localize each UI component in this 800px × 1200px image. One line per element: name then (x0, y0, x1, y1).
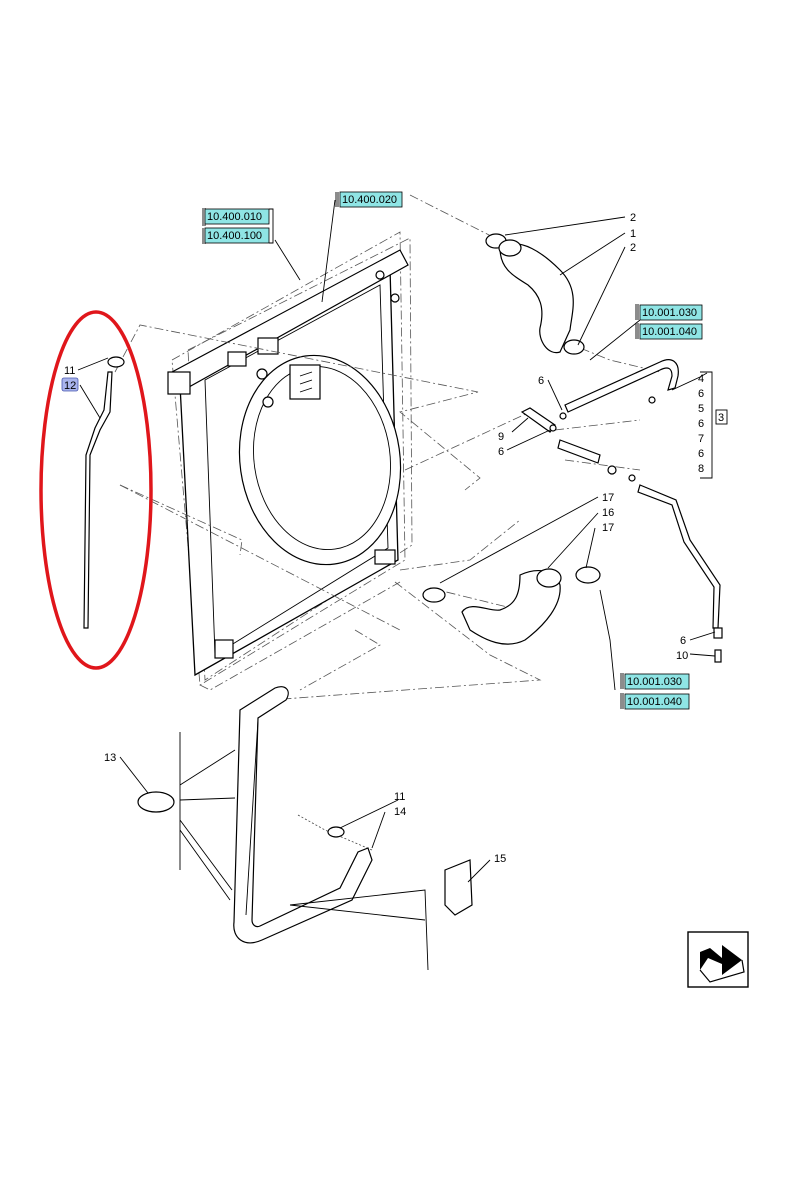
lower-hose-group (422, 566, 601, 645)
callout-14: 14 (394, 806, 406, 818)
ref-10-001-030-top[interactable]: 10.001.030 (635, 304, 703, 321)
next-page-arrow-icon[interactable] (687, 931, 749, 988)
reference-boxes: 10.400.010 10.400.100 10.400.020 10.001.… (202, 191, 703, 710)
callout-3-box (715, 409, 728, 425)
callout-12: 12 (64, 380, 76, 392)
callout-15: 15 (494, 853, 506, 865)
callouts: 2 1 2 4 6 5 6 7 6 8 3 6 9 6 17 16 17 6 1… (61, 212, 728, 865)
callout-17: 17 (602, 492, 614, 504)
assembly-lines (114, 194, 661, 851)
selection-highlight-ring (39, 310, 153, 670)
callout-13: 13 (104, 752, 116, 764)
callout-11: 11 (394, 791, 405, 803)
callout-17: 17 (602, 522, 614, 534)
callout-2: 2 (630, 242, 636, 254)
ref-10-400-010[interactable]: 10.400.010 (202, 208, 270, 226)
callout-8: 8 (698, 463, 704, 475)
ref-label: 10.001.040 (627, 696, 682, 708)
callout-6: 6 (698, 448, 704, 460)
leader-lines (77, 199, 716, 883)
callout-5: 5 (698, 403, 704, 415)
ref-10-001-040-top[interactable]: 10.001.040 (635, 323, 703, 340)
callout-11: 11 (64, 365, 75, 377)
callout-6: 6 (698, 418, 704, 430)
upper-hose-group (485, 233, 585, 355)
radiator-assembly (167, 231, 413, 691)
callout-16: 16 (602, 507, 614, 519)
ref-label: 10.400.020 (342, 194, 397, 206)
ref-label: 10.400.100 (207, 230, 262, 242)
ref-10-001-030-bottom[interactable]: 10.001.030 (620, 673, 690, 690)
bottom-pipe-assembly (137, 686, 473, 971)
callout-6: 6 (698, 388, 704, 400)
callout-9: 9 (498, 431, 504, 443)
callout-7: 7 (698, 433, 704, 445)
ref-label: 10.001.040 (642, 326, 697, 338)
selected-item-marker[interactable] (61, 377, 79, 392)
callout-3: 3 (718, 412, 724, 424)
ref-label: 10.001.030 (627, 676, 682, 688)
ref-10-001-040-bottom[interactable]: 10.001.040 (620, 693, 690, 710)
callout-4: 4 (698, 373, 704, 385)
callout-6: 6 (498, 446, 504, 458)
callout-6: 6 (538, 375, 544, 387)
callout-2: 2 (630, 212, 636, 224)
callout-1: 1 (630, 228, 636, 240)
ref-label: 10.001.030 (642, 307, 697, 319)
ref-10-400-100[interactable]: 10.400.100 (202, 208, 274, 244)
ref-label: 10.400.010 (207, 211, 262, 223)
ref-10-400-020[interactable]: 10.400.020 (335, 191, 403, 208)
callout-10: 10 (676, 650, 688, 662)
callout-6: 6 (680, 635, 686, 647)
tube-part-12 (83, 356, 125, 629)
pipe-set (520, 359, 723, 663)
